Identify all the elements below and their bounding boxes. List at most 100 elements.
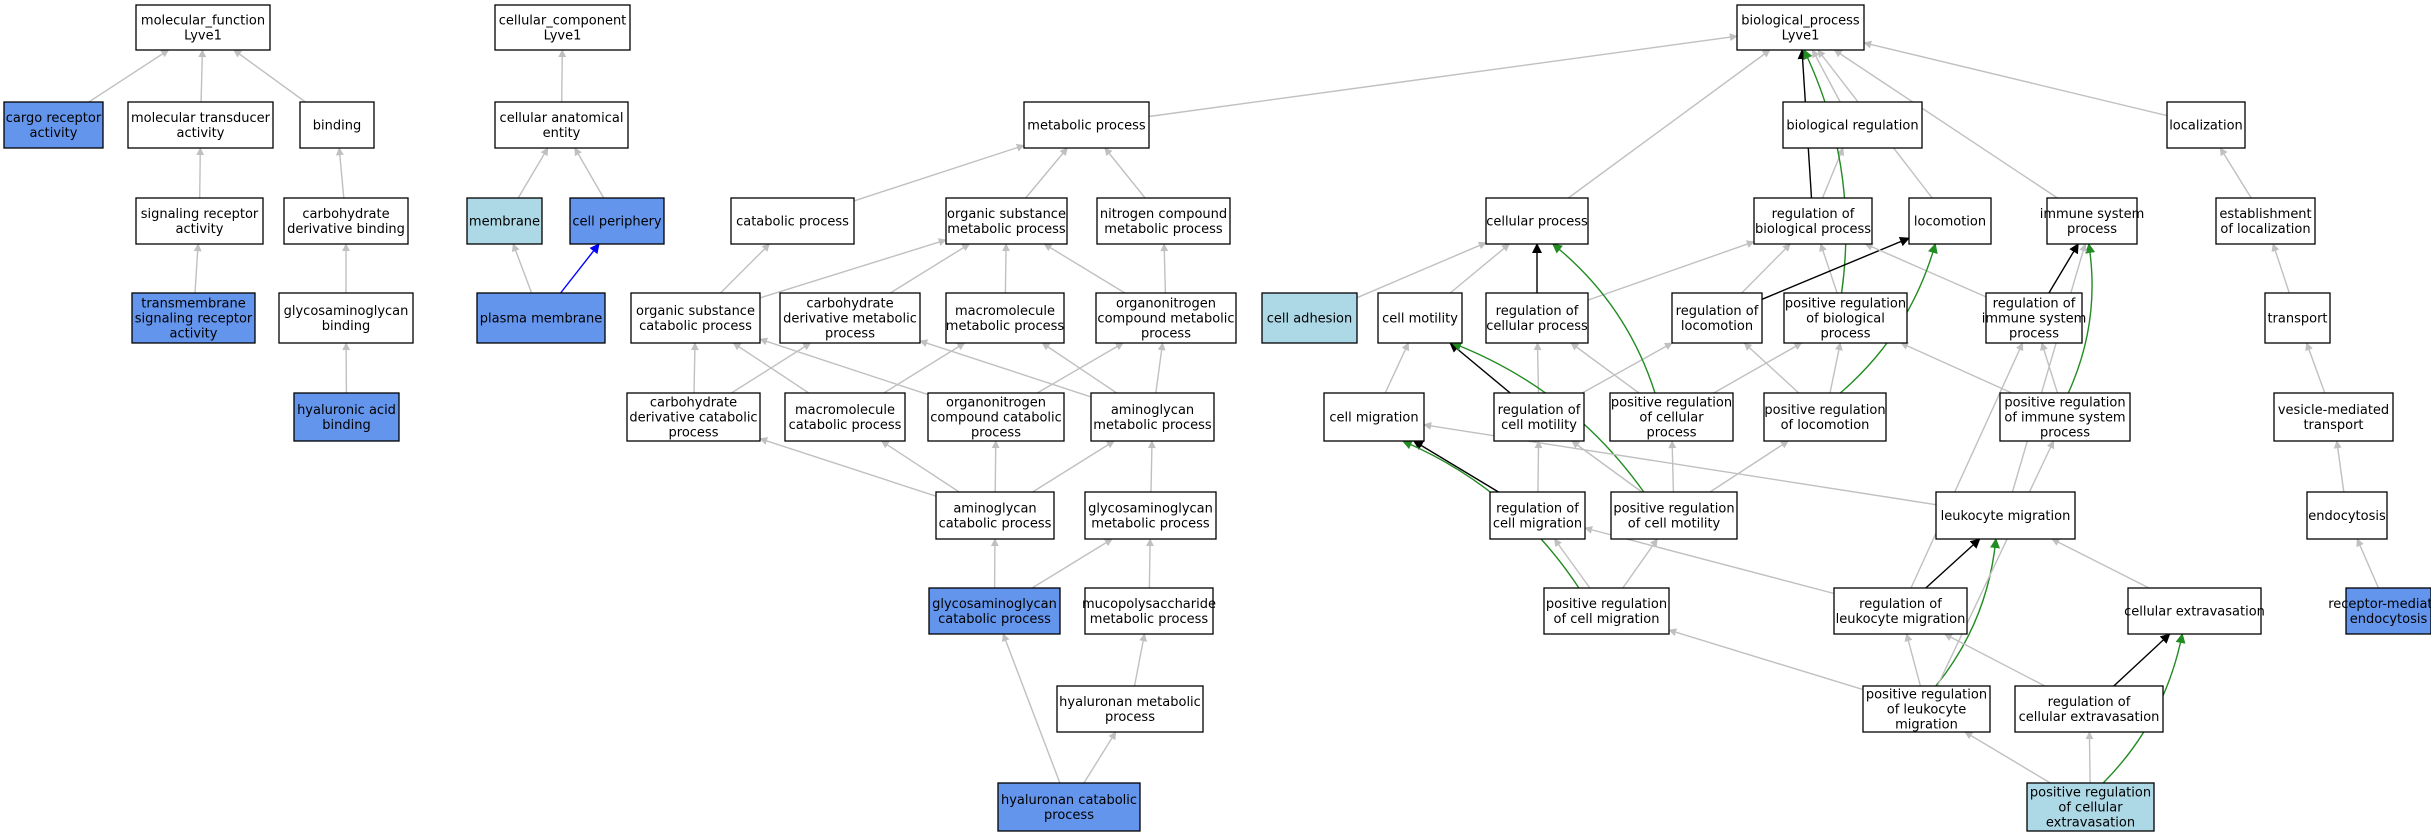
- node-bio_reg[interactable]: biological regulation: [1782, 101, 1923, 149]
- node-box-cell_motility: [1377, 292, 1463, 344]
- node-receptor_endocytosis[interactable]: receptor-mediatedendocytosis: [2328, 587, 2431, 635]
- node-label-line: cellular_component: [499, 14, 627, 29]
- node-cell_migration[interactable]: cell migration: [1323, 392, 1425, 442]
- edge-is_a-macromol_catab-to-macromol_metab: [883, 342, 966, 394]
- node-label-line: locomotion: [1681, 319, 1753, 334]
- node-localization[interactable]: localization: [2166, 101, 2246, 149]
- node-metabolic[interactable]: metabolic process: [1023, 101, 1150, 149]
- edge-is_a-organonitrogen_catab-to-org_sub_catab: [759, 337, 929, 396]
- node-label-line: positive regulation: [1866, 688, 1987, 703]
- node-label-line: immune system: [1982, 312, 2087, 327]
- edge-is_a-plasma_membrane-to-membrane: [511, 243, 533, 294]
- node-cell_periphery[interactable]: cell periphery: [569, 197, 665, 245]
- node-leukocyte_migration[interactable]: leukocyte migration: [1935, 491, 2076, 540]
- node-box-carb_deriv_binding: [283, 197, 409, 245]
- node-cellular_process[interactable]: cellular process: [1485, 197, 1589, 245]
- edge-is_a-vesicle_transport-to-transport: [2305, 342, 2326, 394]
- node-box-organonitrogen_metab: [1095, 292, 1237, 344]
- node-label-line: cellular extravasation: [2124, 605, 2265, 620]
- node-label-line: catabolic process: [639, 319, 752, 334]
- node-catabolic[interactable]: catabolic process: [730, 197, 855, 245]
- edge-is_a-pos_reg_cell_motility-to-pos_reg_locomotion: [1709, 440, 1789, 493]
- node-binding[interactable]: binding: [299, 101, 375, 149]
- node-endocytosis[interactable]: endocytosis: [2306, 491, 2388, 540]
- node-label-line: process: [1821, 327, 1871, 342]
- node-label-line: organonitrogen: [946, 396, 1046, 411]
- node-label-line: derivative metabolic: [783, 312, 917, 327]
- node-box-localization: [2166, 101, 2246, 149]
- edge-is_a-leukocyte_migration-to-immune: [2011, 243, 2088, 493]
- node-label-line: compound catabolic: [930, 411, 1062, 426]
- node-label-line: leukocyte migration: [1836, 612, 1966, 627]
- node-box-pos_reg_locomotion: [1763, 392, 1887, 442]
- node-label-line: cargo receptor: [6, 111, 102, 126]
- edge-is_a-aminoglycan_catab-to-aminoglycan_metab: [1032, 440, 1115, 493]
- node-box-binding: [299, 101, 375, 149]
- node-box-est_localization: [2215, 197, 2316, 245]
- edge-is_a-pos_reg_leuk_migration-to-pos_reg_cell_migration: [1668, 628, 1864, 691]
- node-label-line: regulation of: [1496, 502, 1579, 517]
- node-box-ha_binding: [293, 392, 400, 442]
- node-membrane[interactable]: membrane: [466, 197, 543, 245]
- node-cell_adhesion[interactable]: cell adhesion: [1261, 292, 1358, 344]
- node-cell_motility[interactable]: cell motility: [1377, 292, 1463, 344]
- edge-is_a-reg_locomotion-to-reg_bio: [1741, 243, 1791, 294]
- edge-is_a-reg_cell_motility-to-reg_cellular: [1533, 342, 1542, 394]
- node-plasma_membrane[interactable]: plasma membrane: [476, 292, 606, 344]
- node-cell_extravasation[interactable]: cellular extravasation: [2124, 587, 2265, 635]
- node-label-line: process: [825, 327, 875, 342]
- node-label-line: process: [2040, 426, 2090, 441]
- node-locomotion[interactable]: locomotion: [1908, 197, 1992, 245]
- node-box-mucopoly_metab: [1084, 587, 1214, 635]
- node-label-line: of cell motility: [1628, 517, 1721, 532]
- node-transport[interactable]: transport: [2264, 292, 2331, 344]
